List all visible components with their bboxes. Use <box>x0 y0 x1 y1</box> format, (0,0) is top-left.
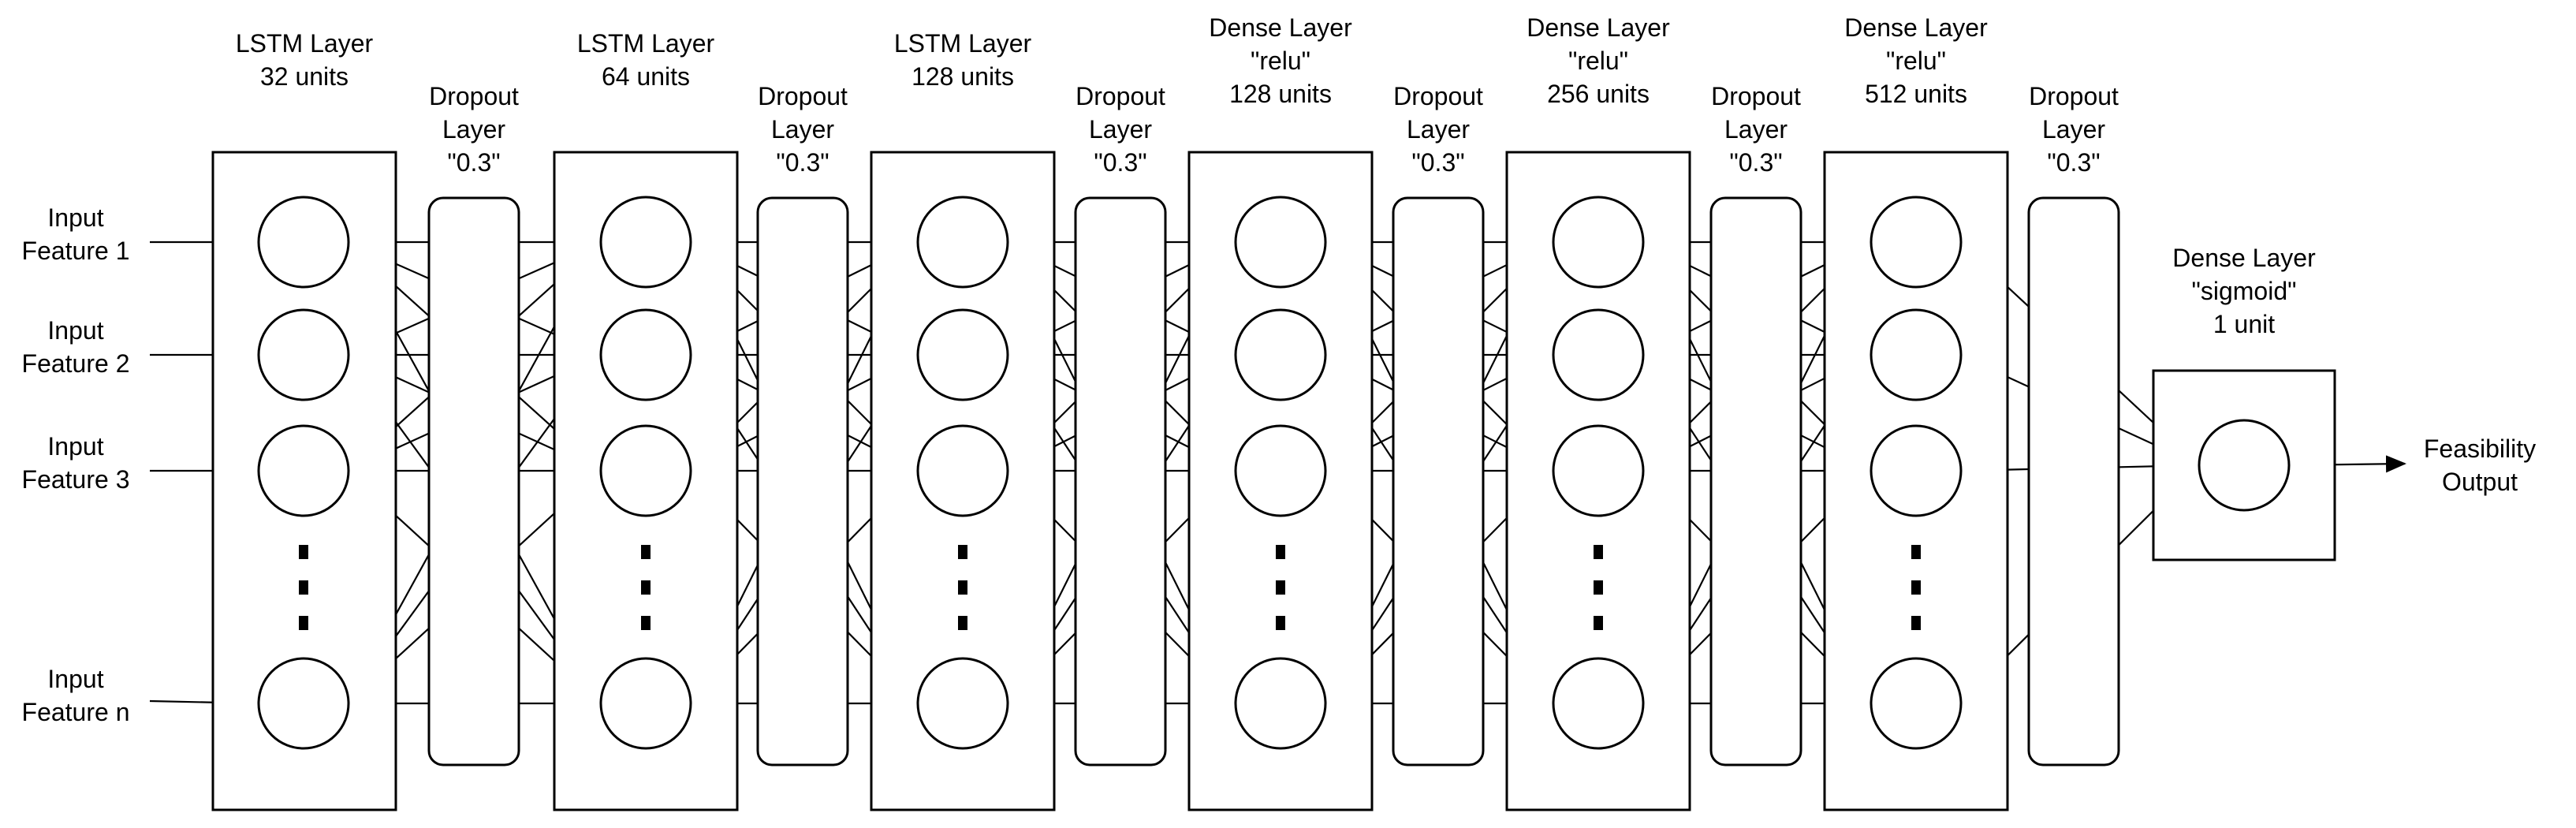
neuron-l2-1 <box>599 196 692 289</box>
dropout-label-3-line-2: Layer <box>1089 115 1152 144</box>
neuron-l5-4 <box>1552 657 1645 750</box>
neuron-l1-2 <box>257 308 350 401</box>
dropout-layer-1 <box>427 196 520 766</box>
dropout-label-5-line-2: Layer <box>1724 115 1788 144</box>
layer-label-6-line-2: "relu" <box>1886 47 1946 75</box>
ellipsis-dot-l3-3 <box>958 616 967 630</box>
dropout-label-6-line-1: Dropout <box>2029 82 2119 110</box>
neuron-l1-4 <box>257 657 350 750</box>
neuron-l5-3 <box>1552 424 1645 517</box>
layer-label-6-line-3: 512 units <box>1865 80 1967 108</box>
dropout-layer-6 <box>2027 196 2120 766</box>
input-label-4-line-2: Feature n <box>22 698 130 726</box>
dropout-label-2-line-2: Layer <box>771 115 834 144</box>
dropout-label-1-line-1: Dropout <box>429 82 519 110</box>
dropout-layer-3 <box>1074 196 1167 766</box>
layer-label-5-line-3: 256 units <box>1547 80 1650 108</box>
ellipsis-dot-l6-3 <box>1911 616 1921 630</box>
dropout-label-2-line-3: "0.3" <box>776 148 829 177</box>
ellipsis-dot-l2-1 <box>641 545 651 559</box>
ellipsis-dot-l6-2 <box>1911 580 1921 595</box>
neuron-l4-4 <box>1234 657 1327 750</box>
ellipsis-dot-l1-2 <box>299 580 308 595</box>
output-layer-label-line-2: "sigmoid" <box>2192 277 2297 305</box>
neuron-l1-3 <box>257 424 350 517</box>
input-label-2-line-1: Input <box>47 316 103 345</box>
neuron-l4-2 <box>1234 308 1327 401</box>
output-label-line-1: Feasibility <box>2424 435 2536 463</box>
layer-label-5-line-2: "relu" <box>1568 47 1628 75</box>
ellipsis-dot-l5-1 <box>1594 545 1603 559</box>
layer-label-1-line-1: LSTM Layer <box>236 29 374 58</box>
layer-label-2-line-2: 64 units <box>602 62 690 91</box>
neuron-l3-1 <box>916 196 1009 289</box>
output-neuron <box>2198 419 2291 512</box>
neuron-l6-4 <box>1870 657 1963 750</box>
ellipsis-dot-l4-2 <box>1276 580 1285 595</box>
neurons <box>257 196 2291 750</box>
dropout-layer-5 <box>1709 196 1802 766</box>
neuron-l1-1 <box>257 196 350 289</box>
neuron-l2-3 <box>599 424 692 517</box>
neuron-l2-2 <box>599 308 692 401</box>
dropout-label-6-line-3: "0.3" <box>2047 148 2100 177</box>
neuron-l3-4 <box>916 657 1009 750</box>
layer-label-1-line-2: 32 units <box>260 62 349 91</box>
dropout-label-1-line-2: Layer <box>442 115 505 144</box>
neuron-l3-3 <box>916 424 1009 517</box>
ellipsis-dot-l3-2 <box>958 580 967 595</box>
dropout-label-5-line-1: Dropout <box>1711 82 1801 110</box>
layer-label-5-line-1: Dense Layer <box>1527 13 1670 42</box>
input-label-1-line-2: Feature 1 <box>22 237 130 265</box>
neuron-l2-4 <box>599 657 692 750</box>
input-label-4-line-1: Input <box>47 665 103 693</box>
dropout-label-4-line-2: Layer <box>1407 115 1470 144</box>
layer-label-6-line-1: Dense Layer <box>1844 13 1988 42</box>
neuron-l4-1 <box>1234 196 1327 289</box>
dropout-label-4-line-1: Dropout <box>1393 82 1483 110</box>
layer-label-4-line-3: 128 units <box>1229 80 1332 108</box>
ellipsis-dot-l6-1 <box>1911 545 1921 559</box>
dropout-layer-4 <box>1392 196 1485 766</box>
neuron-l5-1 <box>1552 196 1645 289</box>
neuron-l4-3 <box>1234 424 1327 517</box>
neuron-l6-3 <box>1870 424 1963 517</box>
dropout-label-3-line-3: "0.3" <box>1094 148 1146 177</box>
ellipsis-dot-l1-3 <box>299 616 308 630</box>
layer-label-4-line-1: Dense Layer <box>1209 13 1352 42</box>
ellipsis-dot-l3-1 <box>958 545 967 559</box>
layer-label-3-line-1: LSTM Layer <box>894 29 1032 58</box>
output-label-line-2: Output <box>2442 468 2518 496</box>
input-label-3-line-2: Feature 3 <box>22 465 130 494</box>
dropout-label-2-line-1: Dropout <box>758 82 848 110</box>
layer-label-2-line-1: LSTM Layer <box>577 29 715 58</box>
input-label-3-line-1: Input <box>47 432 103 461</box>
output-layer-label-line-1: Dense Layer <box>2172 244 2316 272</box>
ellipsis-dot-l4-3 <box>1276 616 1285 630</box>
input-label-1-line-1: Input <box>47 203 103 232</box>
dropout-label-4-line-3: "0.3" <box>1411 148 1464 177</box>
neuron-l6-2 <box>1870 308 1963 401</box>
layer-label-4-line-2: "relu" <box>1251 47 1310 75</box>
input-label-2-line-2: Feature 2 <box>22 349 130 378</box>
ellipsis-dot-l5-3 <box>1594 616 1603 630</box>
layer-label-3-line-2: 128 units <box>911 62 1014 91</box>
neuron-l3-2 <box>916 308 1009 401</box>
ellipsis-dot-l2-2 <box>641 580 651 595</box>
dropout-label-3-line-1: Dropout <box>1076 82 1165 110</box>
ellipsis-dot-l1-1 <box>299 545 308 559</box>
neuron-l6-1 <box>1870 196 1963 289</box>
output-layer-label-line-3: 1 unit <box>2213 310 2275 338</box>
ellipsis-dot-l5-2 <box>1594 580 1603 595</box>
ellipsis-dot-l2-3 <box>641 616 651 630</box>
dropout-label-1-line-3: "0.3" <box>447 148 500 177</box>
dropout-layer-2 <box>756 196 849 766</box>
dropout-label-6-line-2: Layer <box>2042 115 2105 144</box>
ellipsis-dot-l4-1 <box>1276 545 1285 559</box>
neuron-l5-2 <box>1552 308 1645 401</box>
dropout-label-5-line-3: "0.3" <box>1729 148 1782 177</box>
